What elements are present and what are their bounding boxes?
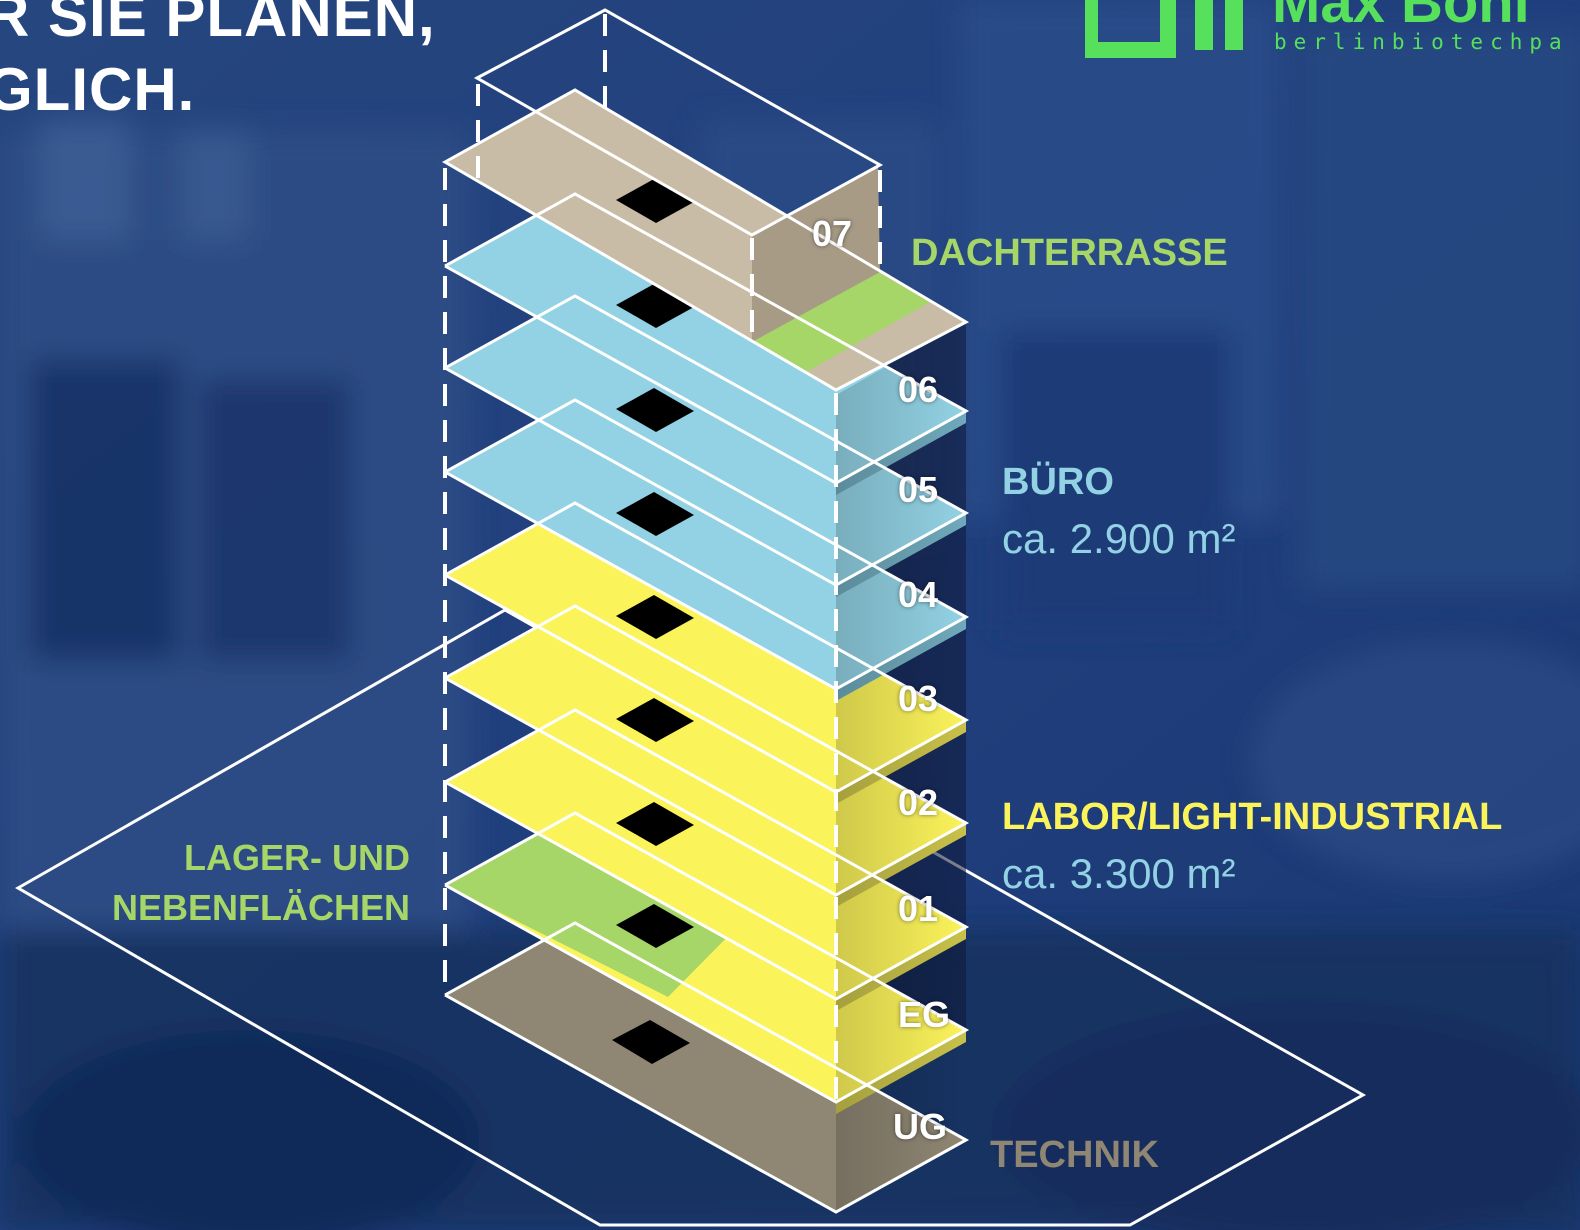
dashed-column-lines <box>443 14 882 1112</box>
zone-labor-area: ca. 3.300 m² <box>1002 850 1236 897</box>
floor-label-06: 06 <box>898 369 939 410</box>
logo-mark <box>1085 0 1243 58</box>
floor-label-01: 01 <box>898 888 939 929</box>
logo-tagline: berlinbiotechpa <box>1274 30 1569 54</box>
zone-buero-area: ca. 2.900 m² <box>1002 515 1236 562</box>
logo-wordmark: Max Bohl <box>1272 0 1530 35</box>
floor-label-ug: UG <box>893 1106 947 1147</box>
floor-label-02: 02 <box>898 782 939 823</box>
floor-label-05: 05 <box>898 469 939 510</box>
floor-label-04: 04 <box>898 574 939 615</box>
floor-07-slab <box>445 90 966 390</box>
headline-line-2: GLICH. <box>0 56 196 123</box>
floor-label-eg: EG <box>898 994 951 1035</box>
logo-square-icon <box>1085 0 1243 58</box>
zone-buero-title: BÜRO <box>1002 461 1114 503</box>
zone-lager-title: LAGER- UND NEBENFLÄCHEN <box>111 837 410 928</box>
zone-labor-title: LABOR/LIGHT-INDUSTRIAL <box>1002 796 1503 838</box>
building-wireframe <box>441 8 970 1214</box>
right-edge-shade <box>836 322 966 1212</box>
floor-ug-slab <box>445 923 966 1212</box>
zone-technik-title: TECHNIK <box>990 1134 1159 1176</box>
headline-line-1: R SIE PLANEN, <box>0 0 436 49</box>
floor-label-07: 07 <box>812 213 853 254</box>
floor-label-03: 03 <box>898 678 939 719</box>
site-outline <box>14 608 1367 1227</box>
zone-dachterrasse-title: DACHTERRASSE <box>911 232 1228 274</box>
